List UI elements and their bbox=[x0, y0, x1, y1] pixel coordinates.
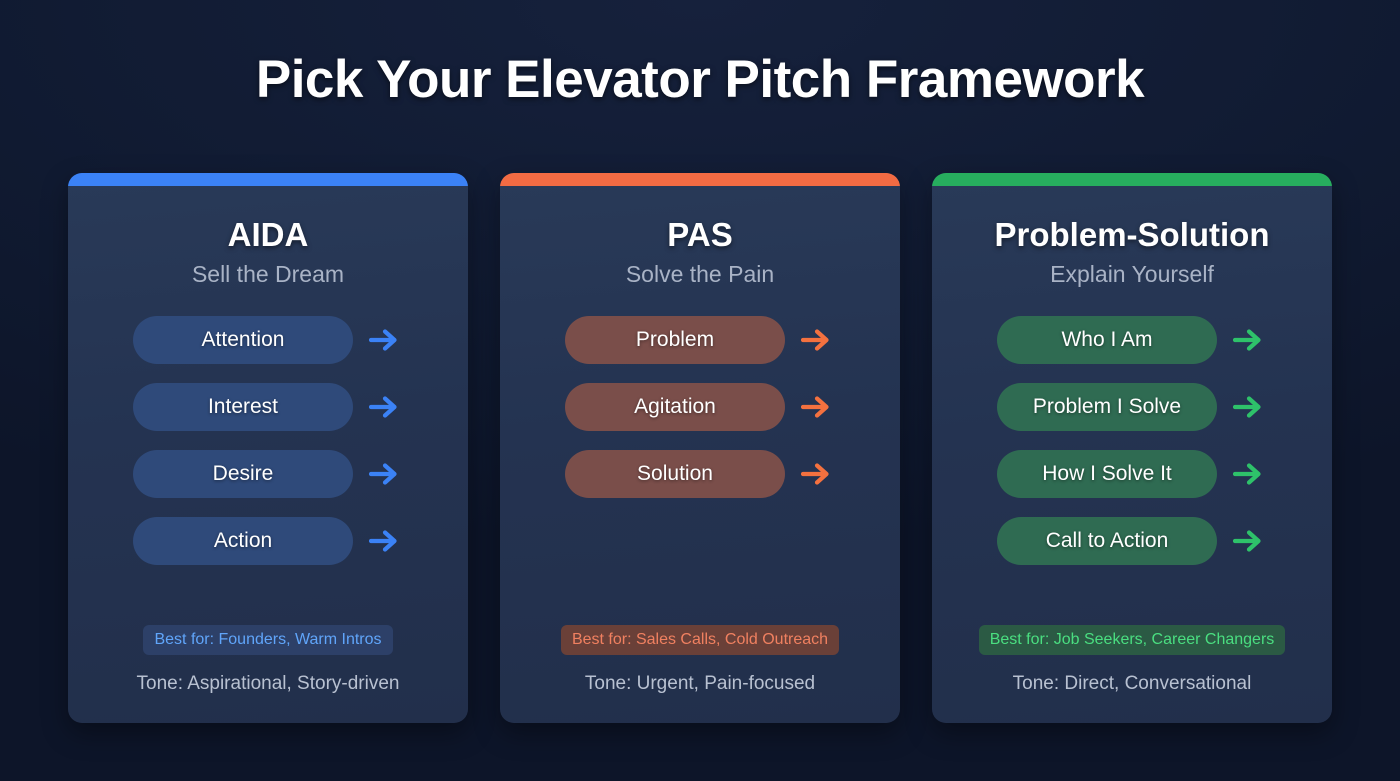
page-title: Pick Your Elevator Pitch Framework bbox=[255, 50, 1145, 109]
step-label: How I Solve It bbox=[1042, 461, 1172, 485]
card-title: PAS bbox=[667, 216, 733, 253]
step-pill[interactable]: Call to Action bbox=[997, 516, 1217, 565]
step-label: Solution bbox=[637, 461, 713, 485]
arrow-right-icon bbox=[365, 316, 403, 364]
tone-label: Tone: Aspirational, Story-driven bbox=[136, 673, 400, 694]
card-subtitle: Explain Yourself bbox=[1050, 260, 1214, 287]
step-row[interactable]: Problem I Solve bbox=[997, 382, 1267, 431]
card-subtitle: Sell the Dream bbox=[191, 260, 345, 287]
arrow-right-icon bbox=[1229, 450, 1267, 498]
step-label: Who I Am bbox=[1061, 327, 1153, 351]
step-pill[interactable]: Agitation bbox=[565, 382, 785, 431]
step-row[interactable]: Call to Action bbox=[997, 516, 1267, 565]
step-row[interactable]: Desire bbox=[133, 449, 403, 498]
step-pill[interactable]: Interest bbox=[133, 382, 353, 431]
arrow-right-icon bbox=[365, 383, 403, 431]
step-label: Problem bbox=[635, 327, 715, 351]
card-accent-bar bbox=[932, 173, 1332, 186]
step-row[interactable]: How I Solve It bbox=[997, 449, 1267, 498]
arrow-right-icon bbox=[797, 450, 835, 498]
best-for-label: Best for: Sales Calls, Cold Outreach bbox=[571, 631, 829, 648]
card-title: AIDA bbox=[227, 216, 309, 253]
arrow-right-icon bbox=[365, 450, 403, 498]
arrow-right-icon bbox=[1229, 316, 1267, 364]
card-title: Problem-Solution bbox=[994, 216, 1270, 253]
step-label: Problem I Solve bbox=[1032, 394, 1182, 418]
card-accent-bar bbox=[500, 173, 900, 186]
step-label: Desire bbox=[212, 461, 274, 485]
step-pill[interactable]: Problem bbox=[565, 315, 785, 364]
arrow-right-icon bbox=[797, 383, 835, 431]
step-label: Attention bbox=[201, 327, 285, 351]
step-pill[interactable]: Who I Am bbox=[997, 315, 1217, 364]
step-pill[interactable]: Problem I Solve bbox=[997, 382, 1217, 431]
step-pill[interactable]: Attention bbox=[133, 315, 353, 364]
step-row[interactable]: Attention bbox=[133, 315, 403, 364]
step-pill[interactable]: Action bbox=[133, 516, 353, 565]
step-row[interactable]: Interest bbox=[133, 382, 403, 431]
step-row[interactable]: Problem bbox=[565, 315, 835, 364]
step-label: Agitation bbox=[634, 394, 716, 418]
best-for-badge: Best for: Founders, Warm Intros bbox=[143, 625, 393, 655]
best-for-badge: Best for: Job Seekers, Career Changers bbox=[978, 625, 1286, 655]
card-accent-bar bbox=[68, 173, 468, 186]
arrow-right-icon bbox=[797, 316, 835, 364]
arrow-right-icon bbox=[1229, 517, 1267, 565]
step-pill[interactable]: How I Solve It bbox=[997, 449, 1217, 498]
arrow-right-icon bbox=[1229, 383, 1267, 431]
best-for-label: Best for: Job Seekers, Career Changers bbox=[989, 631, 1275, 648]
card-subtitle: Solve the Pain bbox=[625, 260, 775, 287]
tone-label: Tone: Urgent, Pain-focused bbox=[584, 673, 816, 694]
step-row[interactable]: Who I Am bbox=[997, 315, 1267, 364]
step-label: Interest bbox=[207, 394, 279, 418]
step-row[interactable]: Agitation bbox=[565, 382, 835, 431]
arrow-right-icon bbox=[365, 517, 403, 565]
step-label: Action bbox=[213, 528, 273, 552]
step-pill[interactable]: Solution bbox=[565, 449, 785, 498]
step-row[interactable]: Action bbox=[133, 516, 403, 565]
tone-label: Tone: Direct, Conversational bbox=[1012, 673, 1252, 694]
step-label: Call to Action bbox=[1045, 528, 1169, 552]
step-row[interactable]: Solution bbox=[565, 449, 835, 498]
step-pill[interactable]: Desire bbox=[133, 449, 353, 498]
best-for-badge: Best for: Sales Calls, Cold Outreach bbox=[560, 625, 840, 655]
best-for-label: Best for: Founders, Warm Intros bbox=[154, 631, 382, 648]
